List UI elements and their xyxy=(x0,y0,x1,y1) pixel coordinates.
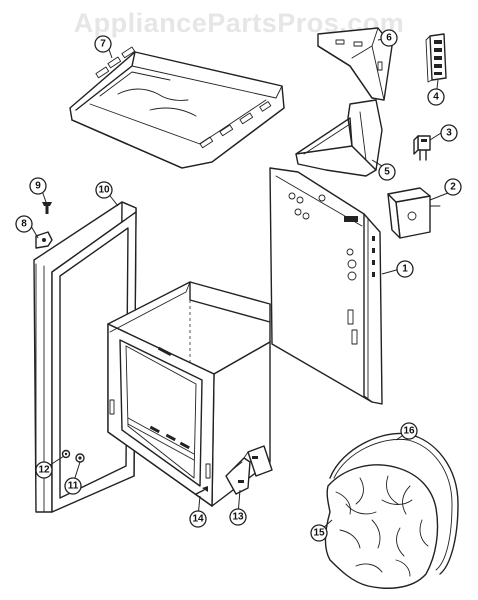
callout-15: 15 xyxy=(310,524,328,542)
callout-14: 14 xyxy=(189,510,207,528)
part-8-clip[interactable] xyxy=(35,231,53,249)
part-13-hinge-bracket[interactable] xyxy=(225,445,273,495)
part-2-junction-box[interactable] xyxy=(387,187,441,239)
callout-16: 16 xyxy=(400,422,418,440)
callout-11-label: 11 xyxy=(68,481,79,492)
part-6-rear-bracket[interactable] xyxy=(317,27,393,101)
part-1-side-panel[interactable] xyxy=(269,167,383,405)
callout-8: 8 xyxy=(15,215,33,233)
part-7-top-tray[interactable] xyxy=(69,46,285,169)
callout-8-label: 8 xyxy=(21,219,27,230)
callout-10: 10 xyxy=(95,181,113,199)
callout-3-label: 3 xyxy=(446,128,452,139)
part-14-screw[interactable] xyxy=(195,486,208,495)
part-3-switch[interactable] xyxy=(413,135,431,161)
callout-16-label: 16 xyxy=(403,426,415,437)
callout-4: 4 xyxy=(427,88,445,106)
part-9-screw[interactable] xyxy=(42,202,52,214)
callout-10-label: 10 xyxy=(98,185,110,196)
callout-4-label: 4 xyxy=(433,92,439,103)
callout-5: 5 xyxy=(378,163,396,181)
part-16-door-gasket[interactable] xyxy=(329,432,459,575)
callout-9: 9 xyxy=(29,177,47,195)
callout-15-label: 15 xyxy=(313,528,325,539)
callout-5-label: 5 xyxy=(384,167,390,178)
part-11-nut[interactable] xyxy=(75,453,85,463)
callout-3: 3 xyxy=(440,124,458,142)
callout-11: 11 xyxy=(64,477,82,495)
callout-1-label: 1 xyxy=(402,264,408,275)
part-5-vent-duct[interactable] xyxy=(295,99,383,177)
oven-cavity-assembly[interactable] xyxy=(107,281,271,507)
callout-7-label: 7 xyxy=(100,39,106,50)
callout-9-label: 9 xyxy=(35,181,41,192)
callout-12: 12 xyxy=(35,461,53,479)
part-12-washer[interactable] xyxy=(61,449,71,459)
part-4-terminal-block[interactable] xyxy=(425,33,447,83)
callout-14-label: 14 xyxy=(192,514,204,525)
callout-13: 13 xyxy=(229,508,247,526)
callout-2-label: 2 xyxy=(450,182,456,193)
part-15-insulation-blanket[interactable] xyxy=(324,464,439,589)
callout-7: 7 xyxy=(94,35,112,53)
callout-6-label: 6 xyxy=(386,33,392,44)
callout-2: 2 xyxy=(444,178,462,196)
callout-6: 6 xyxy=(380,29,398,47)
callout-12-label: 12 xyxy=(38,465,50,476)
callout-1: 1 xyxy=(396,260,414,278)
callout-13-label: 13 xyxy=(232,512,244,523)
